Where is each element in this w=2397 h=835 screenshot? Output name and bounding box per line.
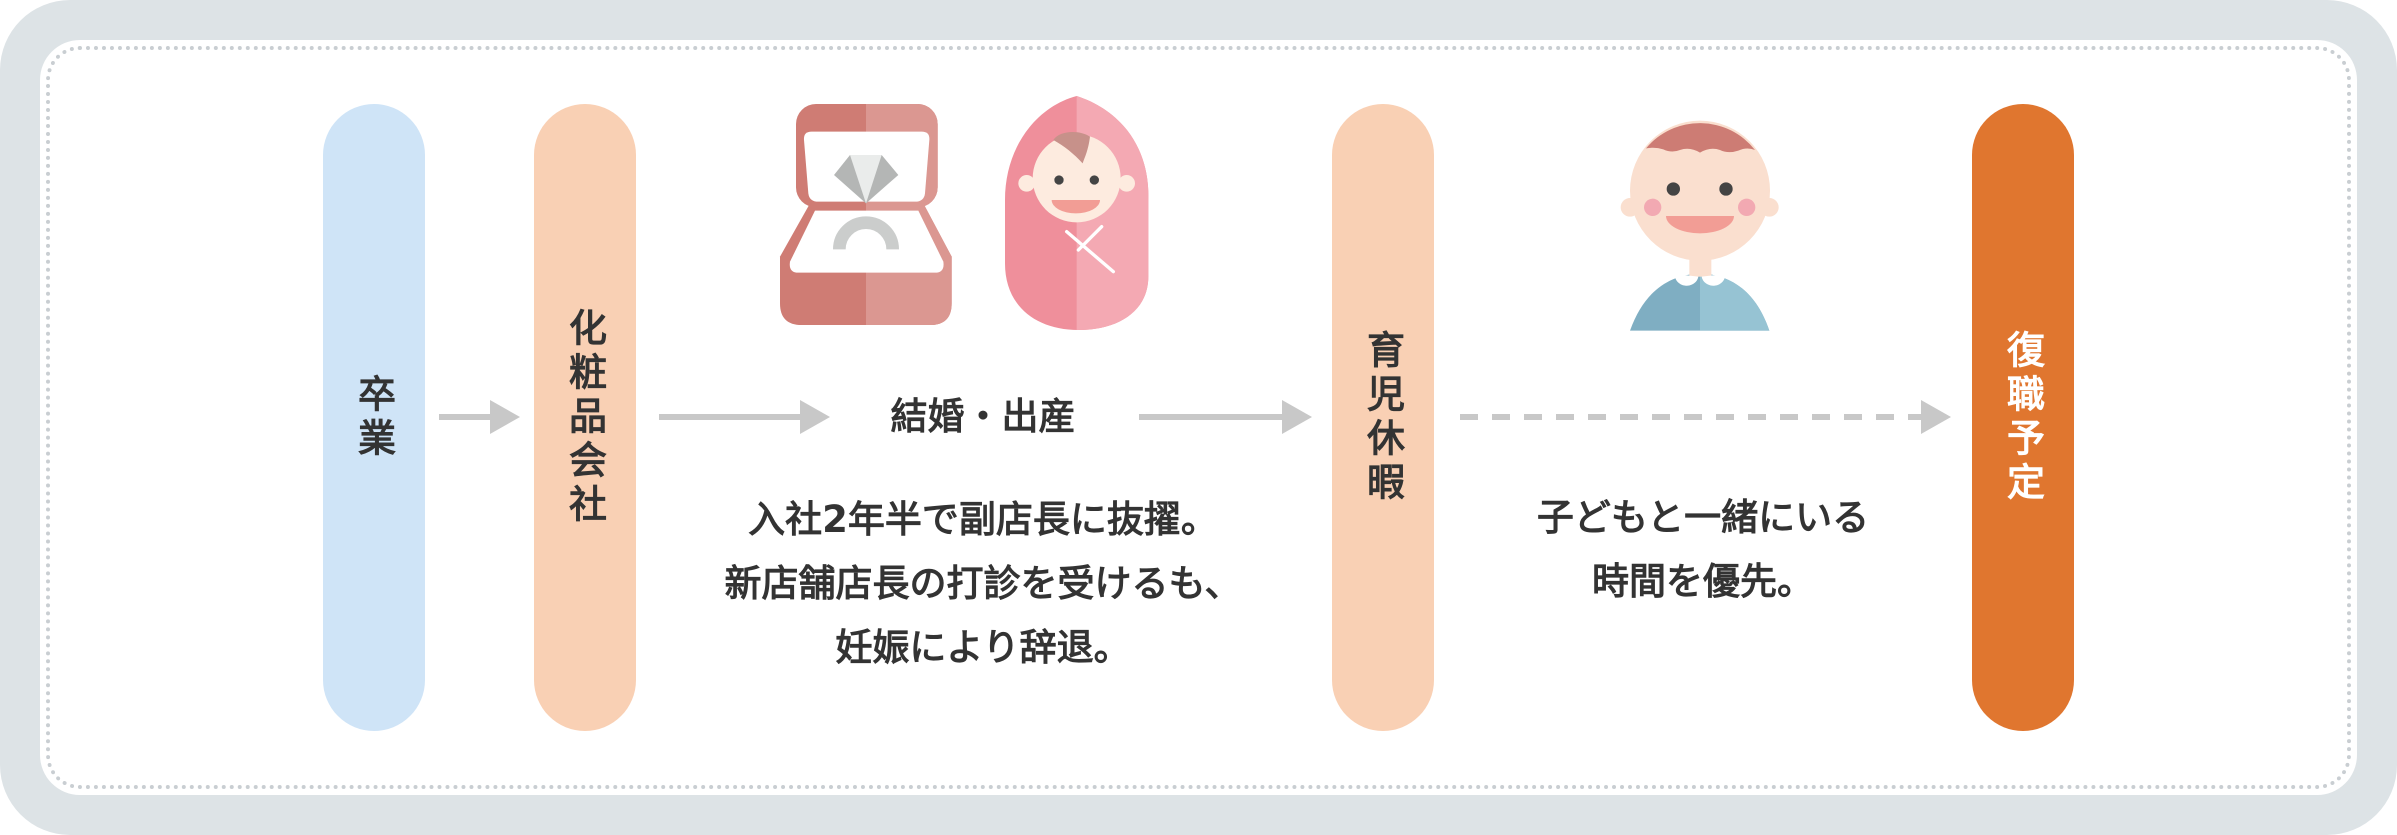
step-return-to-work: 復職予定 — [1972, 104, 2074, 731]
step-label: 卒業 — [351, 373, 396, 462]
dashed-arrow-right-icon — [1460, 400, 1951, 434]
leave-note: 子どもと一緒にいる 時間を優先。 — [1537, 486, 1869, 614]
description-line: 新店舗店長の打診を受けるも、 — [724, 562, 1242, 605]
marriage-birth-icons — [780, 96, 1149, 330]
child-icon — [1620, 120, 1779, 331]
step-label: 復職予定 — [2000, 329, 2045, 506]
arrow-right-icon — [439, 400, 520, 434]
event-title: 結婚・出産 — [890, 395, 1076, 438]
arrow-right-icon — [1139, 400, 1312, 434]
ring-box-icon — [780, 104, 952, 325]
step-cosmetics-company: 化粧品会社 — [534, 104, 636, 731]
step-label: 化粧品会社 — [562, 307, 607, 528]
note-line: 子どもと一緒にいる — [1536, 496, 1870, 539]
step-graduation: 卒業 — [323, 104, 425, 731]
step-childcare-leave: 育児休暇 — [1332, 104, 1434, 731]
note-line: 時間を優先。 — [1591, 560, 1814, 603]
event-description: 入社2年半で副店長に抜擢。 新店舗店長の打診を受けるも、 妊娠により辞退。 — [725, 488, 1242, 680]
arrow-right-icon — [659, 400, 830, 434]
step-label: 育児休暇 — [1360, 329, 1405, 506]
description-line: 妊娠により辞退。 — [835, 626, 1131, 669]
swaddled-baby-icon — [1005, 96, 1149, 330]
description-line: 入社2年半で副店長に抜擢。 — [748, 498, 1218, 541]
